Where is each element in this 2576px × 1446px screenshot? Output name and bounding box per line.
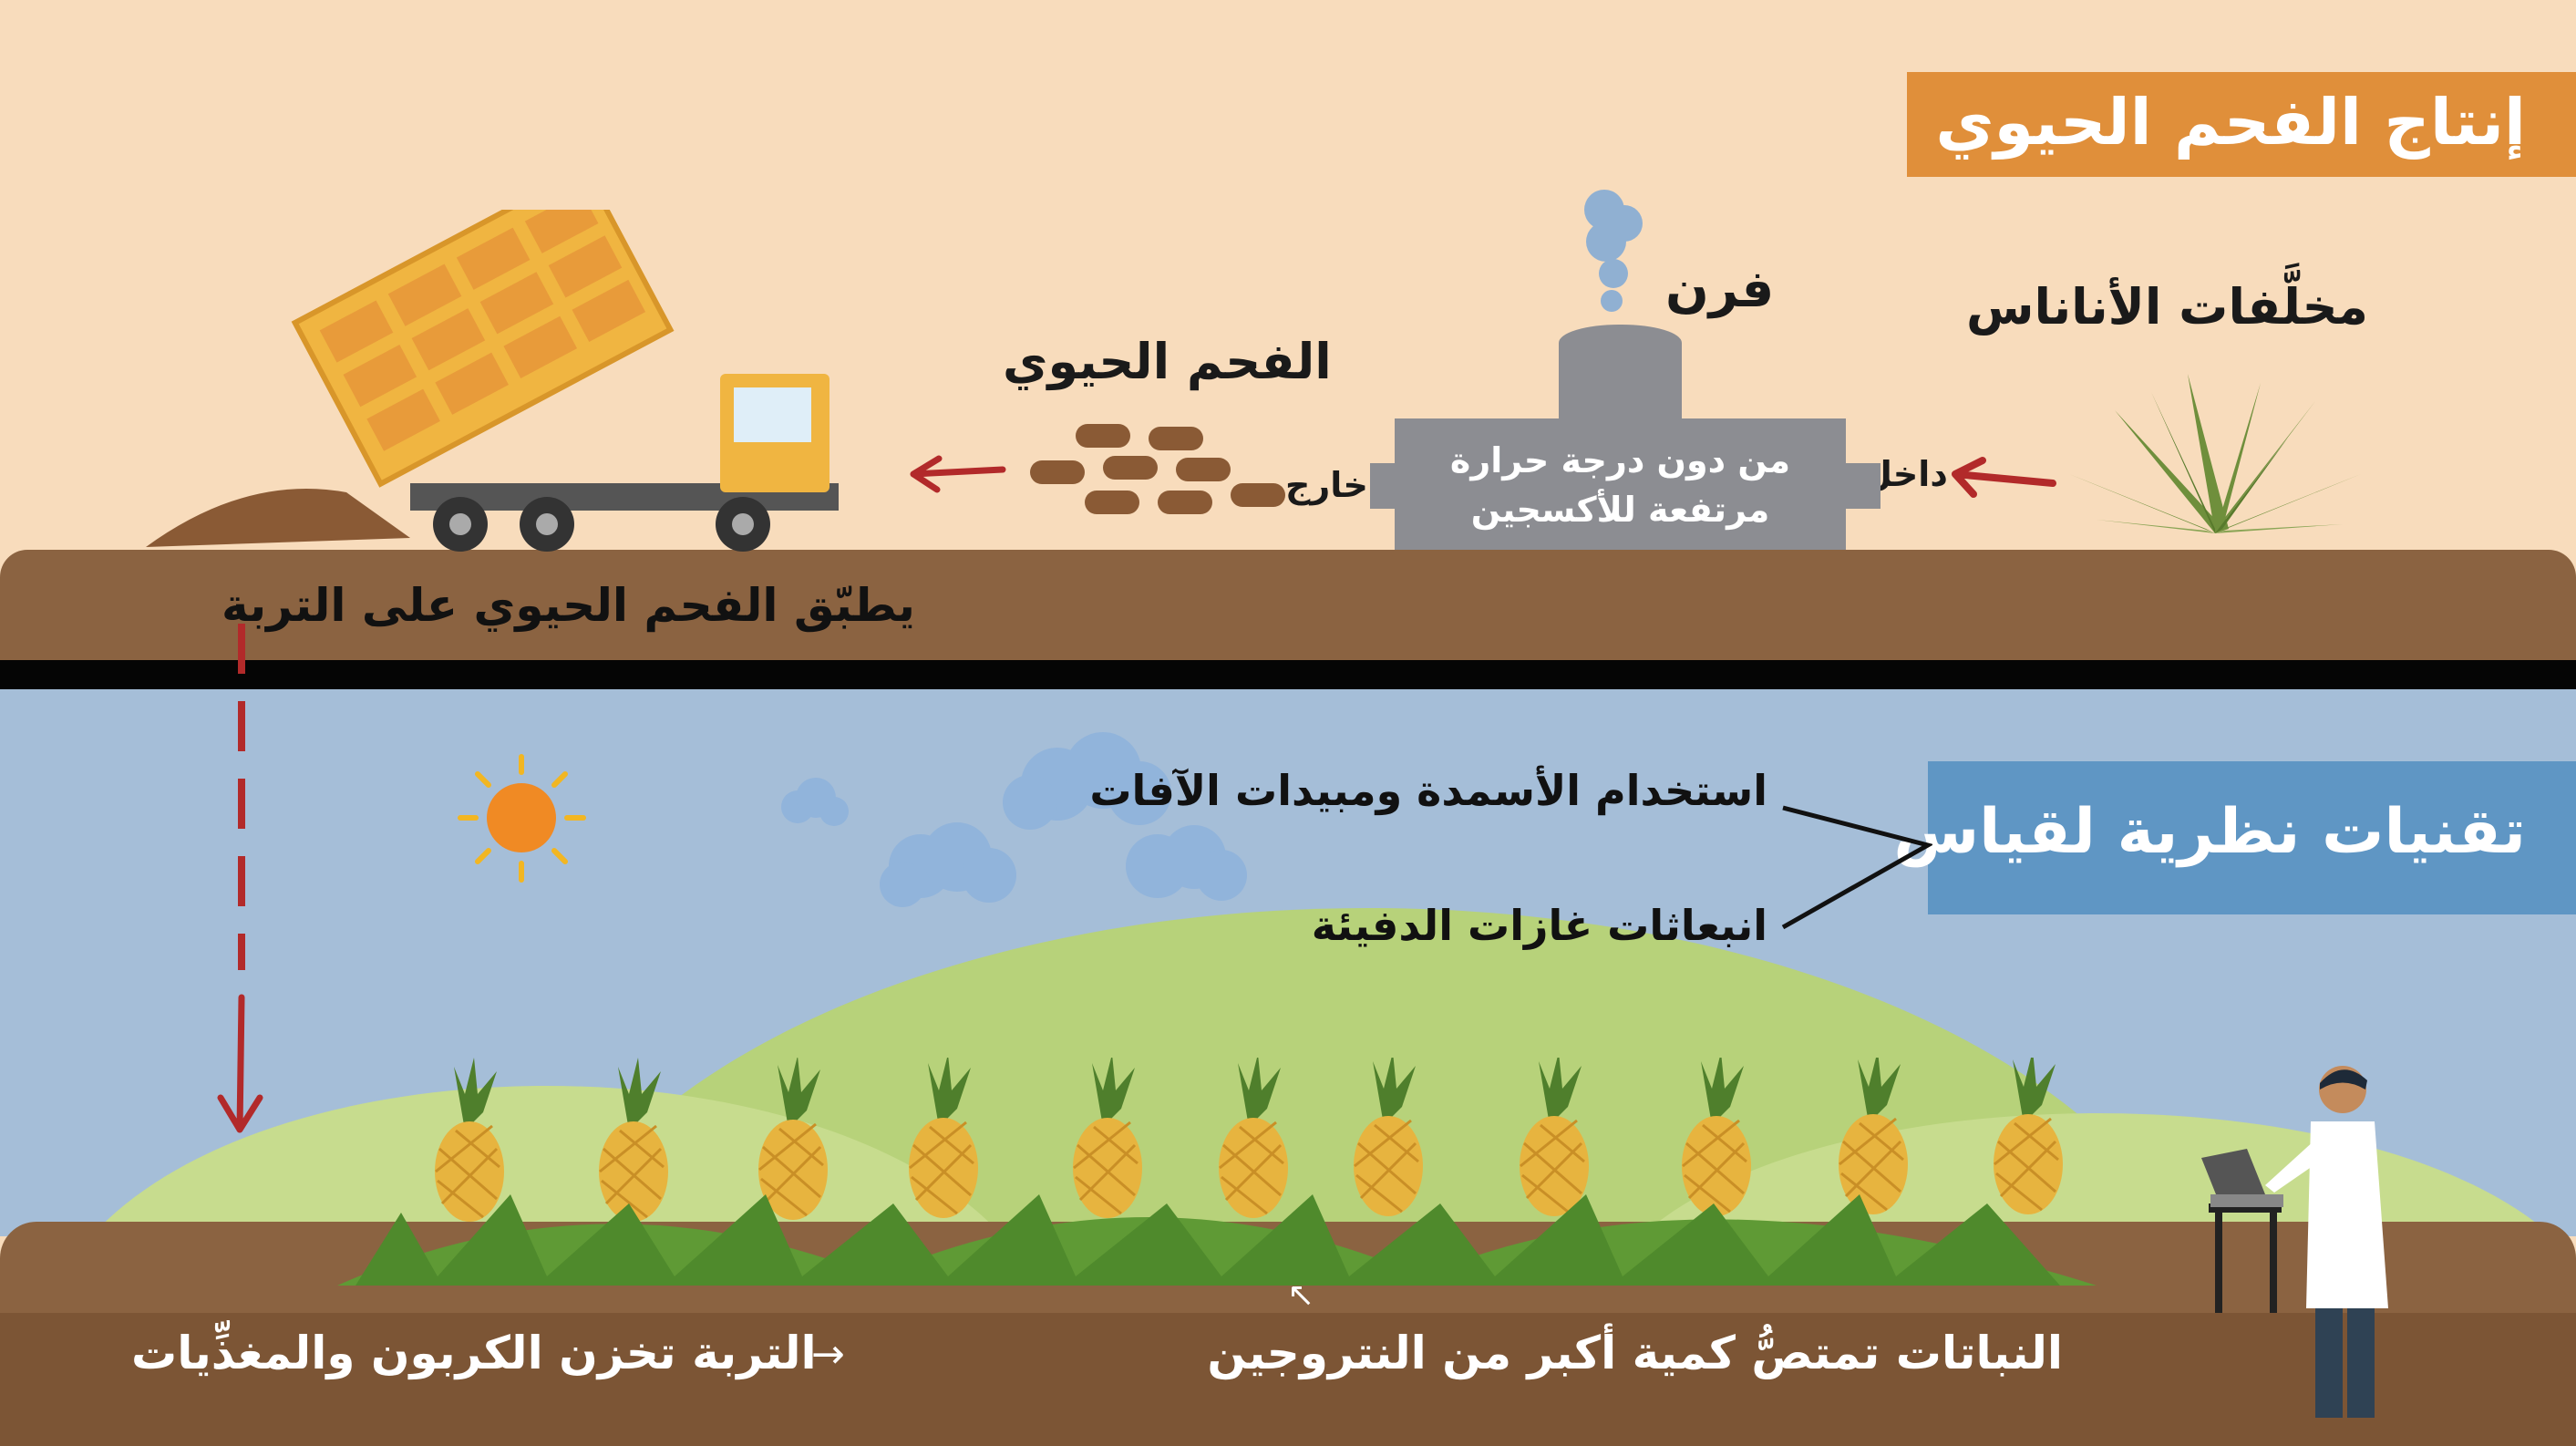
measurement-title-box: تقنيات نظرية لقياس xyxy=(1893,761,2576,914)
measurement-item-fertilizers: استخدام الأسمدة ومبيدات الآفات xyxy=(1089,766,1767,815)
deep-soil xyxy=(0,1313,2576,1446)
dashed-arrow-icon xyxy=(217,624,263,1133)
furnace-chimney xyxy=(1559,325,1682,434)
clouds-icon xyxy=(781,732,1247,907)
output-arrow-icon xyxy=(910,455,1006,493)
measurement-item-emissions: انبعاثات غازات الدفيئة xyxy=(1311,901,1767,950)
biochar-label: الفحم الحيوي xyxy=(1003,333,1332,390)
smoke-icon xyxy=(1584,190,1643,312)
apply-biochar-label: يطبّق الفحم الحيوي على التربة xyxy=(222,579,915,632)
dump-truck-icon xyxy=(146,210,839,552)
plants-nitrogen-label: النباتات تمتصُّ كمية أكبر من النتروجين xyxy=(1207,1327,2063,1379)
production-title: إنتاج الفحم الحيوي xyxy=(1935,85,2526,160)
furnace-body: من دون درجة حرارة مرتفعة للأكسجين xyxy=(1395,418,1846,550)
production-title-box: إنتاج الفحم الحيوي xyxy=(1907,72,2576,177)
pineapple-icons xyxy=(433,1058,2065,1224)
pineapple-row xyxy=(337,1058,2097,1286)
bracket-lines xyxy=(1781,805,1932,930)
pineapple-waste-label: مخلَّفات الأناناس xyxy=(1966,278,2368,336)
small-arrow-icon: ↖ xyxy=(1287,1276,1315,1314)
sun-icon xyxy=(458,754,586,883)
output-label: خارج xyxy=(1285,465,1368,505)
top-soil xyxy=(0,550,2576,663)
biochar-pieces-icon xyxy=(1030,424,1285,514)
scientist-icon xyxy=(2201,1066,2388,1418)
furnace-condition-line2: مرتفعة للأكسجين xyxy=(1470,490,1770,530)
furnace-condition-line1: من دون درجة حرارة xyxy=(1449,440,1791,480)
divider-bar xyxy=(0,660,2576,689)
soil-storage-arrow: → xyxy=(811,1331,845,1378)
furnace-label: فرن xyxy=(1665,260,1775,319)
pineapple-waste-icon xyxy=(2069,374,2361,533)
soil-storage-label: التربة تخزن الكربون والمغذِّيات xyxy=(131,1327,817,1379)
measurement-title: تقنيات نظرية لقياس xyxy=(1893,796,2526,868)
input-arrow-icon xyxy=(1952,457,2056,498)
